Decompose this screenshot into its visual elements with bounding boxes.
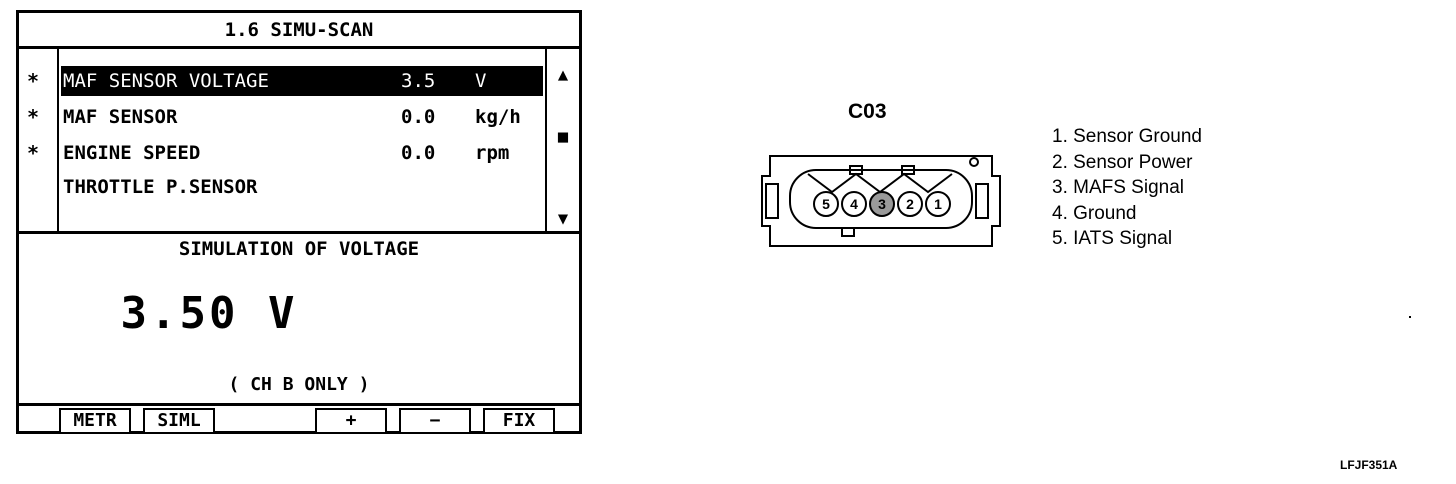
- pin-cavity: [789, 169, 973, 229]
- sensor-row-maf-sensor[interactable]: * MAF SENSOR 0.0 kg/h: [19, 102, 545, 132]
- scroll-down-icon[interactable]: ▼: [557, 209, 569, 229]
- fix-button[interactable]: FIX: [483, 408, 555, 432]
- pin-legend-item: 3. MAFS Signal: [1052, 177, 1184, 198]
- pin-legend: 1. Sensor Ground 2. Sensor Power 3. MAFS…: [1052, 124, 1202, 252]
- pin-1-number: 1: [934, 196, 942, 212]
- selection-highlight: [61, 66, 543, 96]
- pin-legend-item: 2. Sensor Power: [1052, 151, 1193, 173]
- sensor-value: 0.0: [401, 142, 436, 164]
- pin-3-number: 3: [878, 196, 886, 212]
- siml-button[interactable]: SIML: [143, 408, 215, 432]
- pin-1: [925, 191, 951, 217]
- sensor-row-maf-voltage[interactable]: * MAF SENSOR VOLTAGE 3.5 V: [19, 66, 545, 96]
- pin-legend-item: 5. IATS Signal: [1052, 228, 1173, 249]
- minus-label: −: [429, 410, 441, 431]
- right-latch-window: [975, 183, 989, 219]
- metr-label: METR: [73, 410, 117, 431]
- pin-2: [897, 191, 923, 217]
- list-scrollbar[interactable]: ▲ ■ ▼: [545, 49, 579, 231]
- sensor-unit: kg/h: [475, 106, 521, 128]
- simulation-note: ( CH B ONLY ): [228, 374, 370, 395]
- pin-legend-item: 1. Sensor Ground: [1052, 126, 1202, 147]
- sensor-name: MAF SENSOR: [63, 106, 178, 128]
- connector-housing-outline: [761, 155, 1001, 247]
- sensor-name: THROTTLE P.SENSOR: [63, 176, 258, 198]
- selected-marker-icon: *: [27, 69, 40, 93]
- siml-label: SIML: [157, 410, 201, 431]
- scroll-up-icon[interactable]: ▲: [557, 65, 569, 85]
- simulation-panel: SIMULATION OF VOLTAGE 3.50 V ( CH B ONLY…: [19, 231, 579, 403]
- sensor-name: ENGINE SPEED: [63, 142, 201, 164]
- top-key-tab-1: [849, 165, 863, 175]
- simulation-heading: SIMULATION OF VOLTAGE: [178, 238, 420, 260]
- figure-code: LFJF351A: [1340, 458, 1398, 472]
- sensor-value: 3.5: [401, 70, 436, 92]
- selected-marker-icon: *: [27, 141, 40, 165]
- pin-4: [841, 191, 867, 217]
- scroll-thumb-icon[interactable]: ■: [557, 127, 569, 147]
- pin-5-number: 5: [822, 196, 830, 212]
- scan-tool-screen: 1.6 SIMU-SCAN * MAF SENSOR VOLTAGE 3.5 V…: [16, 10, 582, 434]
- simulation-value: 3.50 V: [120, 288, 298, 339]
- pin-4-number: 4: [850, 196, 858, 212]
- sensor-unit: V: [475, 70, 487, 92]
- sensor-list: * MAF SENSOR VOLTAGE 3.5 V * MAF SENSOR …: [19, 49, 579, 231]
- selected-marker-icon: *: [27, 105, 40, 129]
- bottom-key-tab: [841, 227, 855, 237]
- connector-title: C03: [848, 100, 887, 123]
- left-latch-window: [765, 183, 779, 219]
- screen-title: 1.6 SIMU-SCAN: [19, 13, 579, 49]
- marker-column-divider: [57, 49, 59, 231]
- sensor-unit: rpm: [475, 142, 510, 164]
- pin-5: [813, 191, 839, 217]
- connector-drawing: 5 4 3 2 1: [761, 155, 1001, 247]
- top-key-tab-2: [901, 165, 915, 175]
- sensor-value: 0.0: [401, 106, 436, 128]
- keying-rib: [807, 172, 953, 194]
- stray-dot: [1409, 316, 1411, 318]
- sensor-row-throttle[interactable]: THROTTLE P.SENSOR: [19, 172, 545, 202]
- pin-legend-item: 4. Ground: [1052, 202, 1137, 224]
- pin-2-number: 2: [906, 196, 914, 212]
- minus-button[interactable]: −: [399, 408, 471, 432]
- housing-post: [969, 157, 979, 167]
- plus-label: +: [345, 410, 357, 431]
- function-key-bar: METR SIML + − FIX: [19, 403, 579, 432]
- fix-label: FIX: [502, 410, 536, 431]
- pin-3: [869, 191, 895, 217]
- metr-button[interactable]: METR: [59, 408, 131, 432]
- plus-button[interactable]: +: [315, 408, 387, 432]
- sensor-name: MAF SENSOR VOLTAGE: [63, 70, 269, 92]
- sensor-row-engine-speed[interactable]: * ENGINE SPEED 0.0 rpm: [19, 138, 545, 168]
